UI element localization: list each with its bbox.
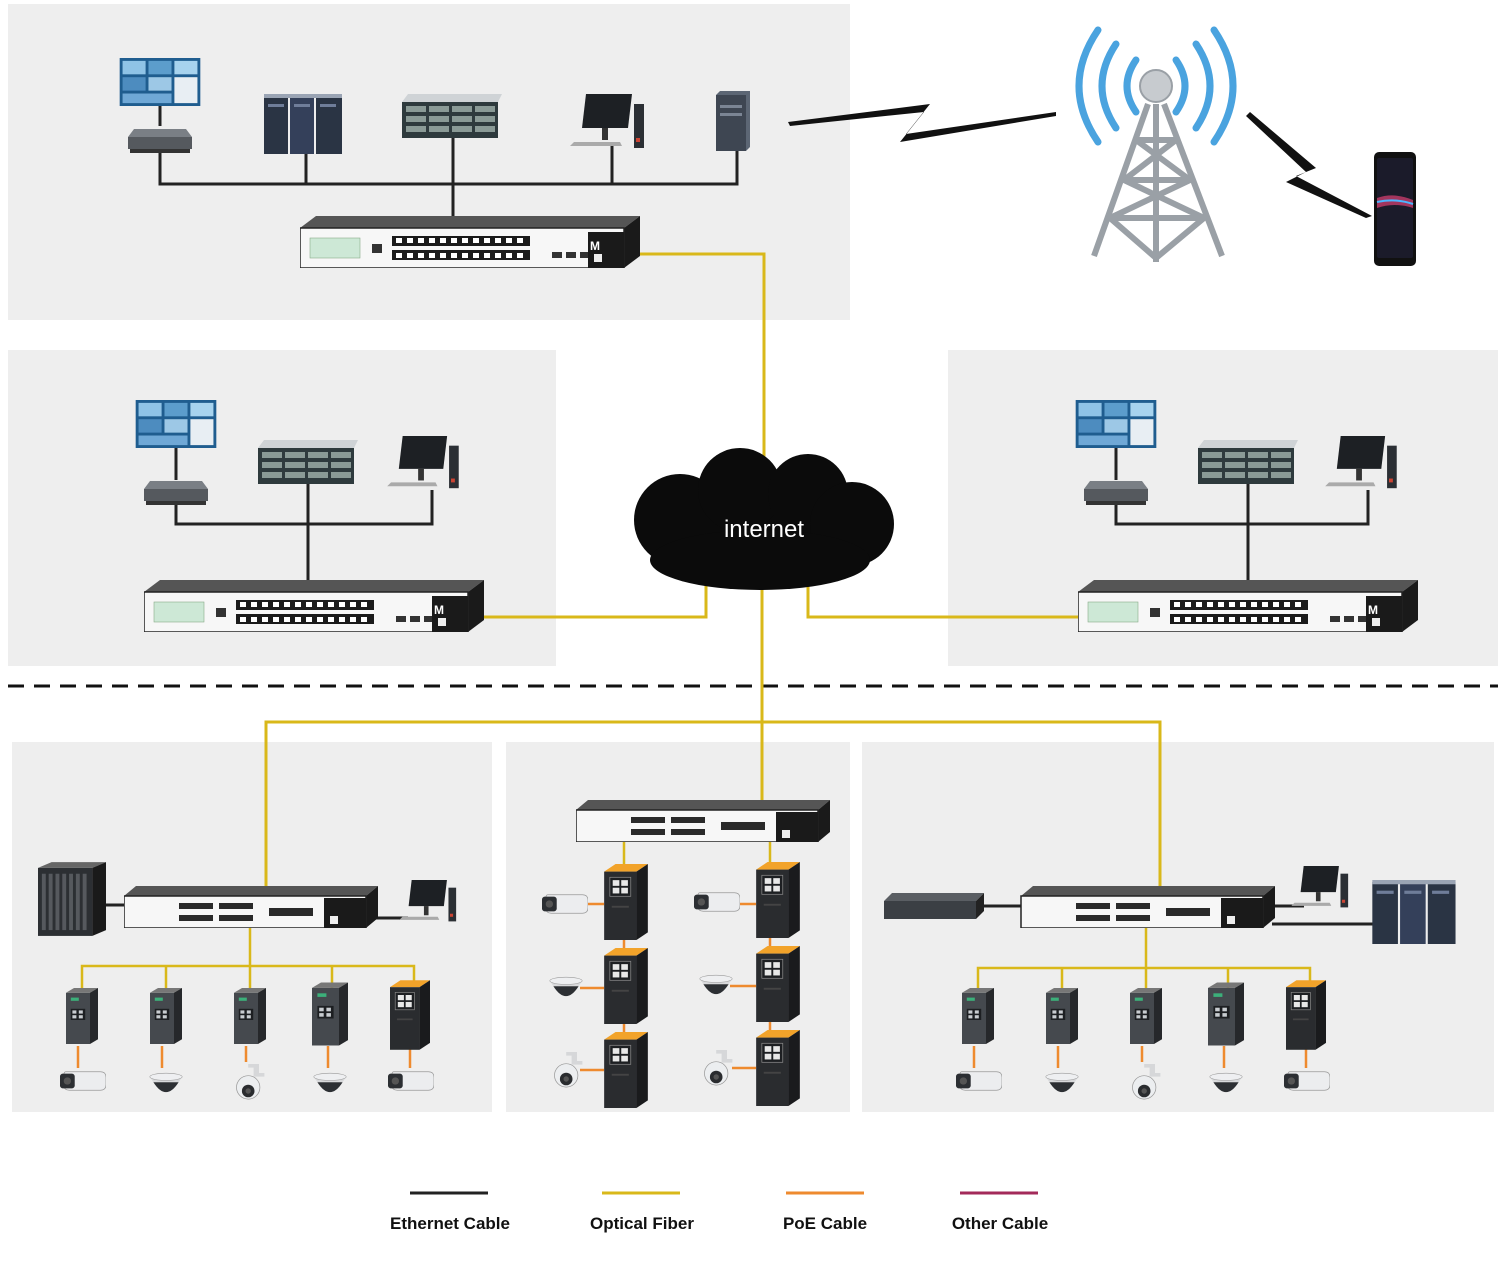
poe-cable-left [76, 1046, 412, 1068]
industrial-switch-icon [1208, 982, 1244, 1046]
core-switch-icon [300, 216, 640, 268]
industrial-switch-icon [150, 988, 182, 1044]
legend-item-ethernet: Ethernet Cable [390, 1191, 510, 1233]
storage-server-icon [402, 94, 502, 138]
access-switch-icon [1020, 886, 1276, 928]
industrial-switch-icon [66, 988, 98, 1044]
industrial-switch-icon [390, 980, 430, 1050]
legend-label-ethernet: Ethernet Cable [390, 1214, 510, 1233]
bullet-camera-icon [388, 1071, 434, 1091]
industrial-switch-icon [312, 982, 348, 1046]
industrial-switch-icon [604, 864, 648, 940]
video-wall-icon [119, 58, 201, 106]
industrial-switch-icon [962, 988, 994, 1044]
industrial-switch-icon [604, 948, 648, 1024]
industrial-switch-icon [756, 862, 800, 938]
bullet-camera-icon [694, 892, 740, 912]
access-switch-icon [576, 800, 830, 842]
bullet-camera-icon [60, 1071, 106, 1091]
industrial-switch-icon [234, 988, 266, 1044]
legend: Ethernet Cable Optical Fiber PoE Cable O… [390, 1191, 1048, 1233]
video-wall-icon [1075, 400, 1157, 448]
chassis-icon [38, 862, 106, 936]
nvr-icon [884, 893, 984, 919]
bullet-camera-icon [542, 894, 588, 914]
legend-label-poe: PoE Cable [783, 1214, 867, 1233]
legend-item-other: Other Cable [952, 1191, 1048, 1233]
decoder-icon [128, 129, 192, 153]
server-rack-icon [1372, 880, 1456, 944]
video-wall-icon [135, 400, 217, 448]
industrial-switch-icon [604, 1032, 648, 1108]
tower-pc-icon [716, 91, 750, 151]
bullet-camera-icon [956, 1071, 1002, 1091]
storage-server-icon [258, 440, 358, 484]
optical-fiber-links [264, 252, 1162, 890]
wireless-links [788, 104, 1372, 218]
legend-item-optical-fiber: Optical Fiber [590, 1191, 694, 1233]
storage-server-icon [1198, 440, 1298, 484]
legend-label-other: Other Cable [952, 1214, 1048, 1233]
industrial-switch-icon [1286, 980, 1326, 1050]
core-switch-brand: M [590, 239, 600, 253]
access-switch-icon [124, 886, 378, 928]
industrial-switch-icon [756, 946, 800, 1022]
cell-tower-icon [1075, 26, 1237, 262]
smartphone-icon [1374, 152, 1416, 266]
branch-switch-icon [1078, 580, 1418, 632]
decoder-icon [144, 481, 208, 505]
industrial-switch-icon [1130, 988, 1162, 1044]
branch-switch-icon [144, 580, 484, 632]
poe-cable-right [972, 1046, 1308, 1068]
bullet-camera-icon [1284, 1071, 1330, 1091]
panel-headquarters [8, 4, 850, 320]
server-rack-icon [264, 94, 342, 154]
industrial-switch-icon [1046, 988, 1078, 1044]
legend-label-optical-fiber: Optical Fiber [590, 1214, 694, 1233]
branch-left-switch-brand: M [434, 603, 444, 617]
decoder-icon [1084, 481, 1148, 505]
internet-label: internet [724, 516, 804, 543]
branch-right-switch-brand: M [1368, 603, 1378, 617]
legend-item-poe: PoE Cable [783, 1191, 867, 1233]
industrial-switch-icon [756, 1030, 800, 1106]
internet-cloud: internet [634, 448, 894, 590]
